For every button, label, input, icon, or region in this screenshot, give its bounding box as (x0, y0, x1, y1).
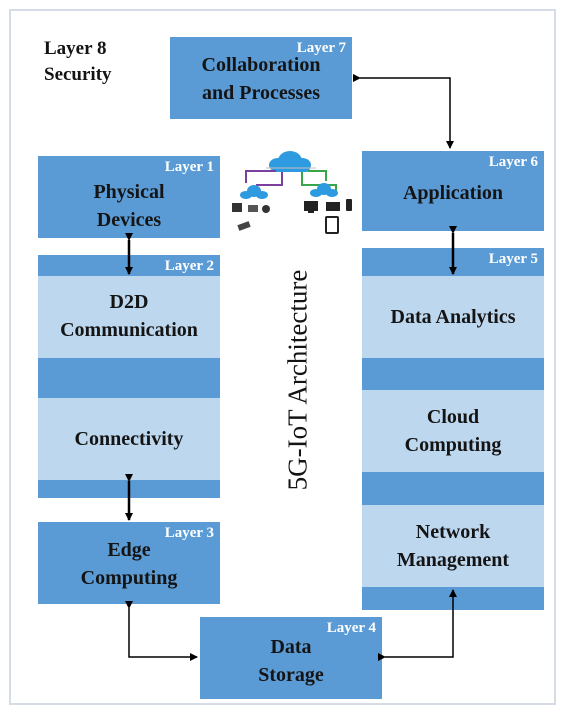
connectivity-box: Connectivity (38, 398, 220, 480)
d2d-communication-box: D2D Communication (38, 276, 220, 358)
layer3-title-line1: Edge (107, 539, 151, 561)
layer4-title-line1: Data (270, 636, 312, 658)
layer7-tag: Layer 7 (296, 40, 346, 56)
security-label: Security (44, 64, 112, 85)
layer6-tag: Layer 6 (488, 154, 538, 170)
layer7-title-line2: and Processes (202, 82, 320, 104)
layer3-tag: Layer 3 (164, 525, 214, 541)
iot-cloud-icon (232, 151, 352, 234)
layer4-title-line2: Storage (258, 664, 324, 686)
network-title-line1: Network (415, 521, 491, 543)
data-analytics-box: Data Analytics (362, 276, 544, 358)
cloud-title-line2: Computing (404, 434, 502, 456)
layer4-box: Layer 4 Data Storage (200, 617, 382, 699)
d2d-title-line2: Communication (60, 319, 198, 341)
layer5-tag: Layer 5 (488, 251, 538, 267)
layer1-tag: Layer 1 (164, 159, 214, 175)
arrow-layer4-layer5 (378, 589, 457, 661)
d2d-title-line1: D2D (109, 291, 149, 313)
layer7-title-line1: Collaboration (201, 54, 321, 76)
layer7-box: Layer 7 Collaboration and Processes (170, 37, 352, 119)
arrow-layer7-layer6 (353, 74, 454, 149)
layer4-tag: Layer 4 (326, 620, 376, 636)
connectivity-title: Connectivity (74, 428, 184, 450)
layer3-box: Layer 3 Edge Computing (38, 522, 220, 604)
layer1-title-line2: Devices (96, 209, 162, 231)
cloud-title-line1: Cloud (426, 406, 480, 428)
data-analytics-title: Data Analytics (390, 306, 516, 328)
layer6-box: Layer 6 Application (362, 151, 544, 231)
layer1-title-line1: Physical (93, 181, 165, 203)
arrow-layer3-layer4 (125, 601, 198, 661)
layer8-label: Layer 8 (44, 38, 107, 59)
layer8-security-label: Layer 8 Security (44, 36, 112, 88)
layer1-box: Layer 1 Physical Devices (38, 156, 220, 238)
layer6-title: Application (402, 182, 504, 204)
cloud-computing-box: Cloud Computing (362, 390, 544, 472)
layer2-tag: Layer 2 (164, 258, 214, 274)
network-management-box: Network Management (362, 505, 544, 587)
network-title-line2: Management (396, 549, 510, 571)
layer3-title-line2: Computing (80, 567, 178, 589)
